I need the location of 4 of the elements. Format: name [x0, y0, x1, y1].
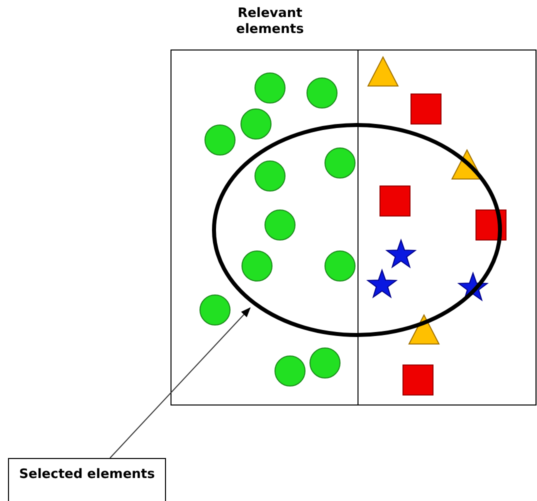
box-label: Selected elements	[18, 467, 156, 483]
set-heading: Relevant elements	[235, 6, 305, 38]
arrow	[110, 307, 251, 458]
selection-ellipse	[212, 123, 502, 337]
